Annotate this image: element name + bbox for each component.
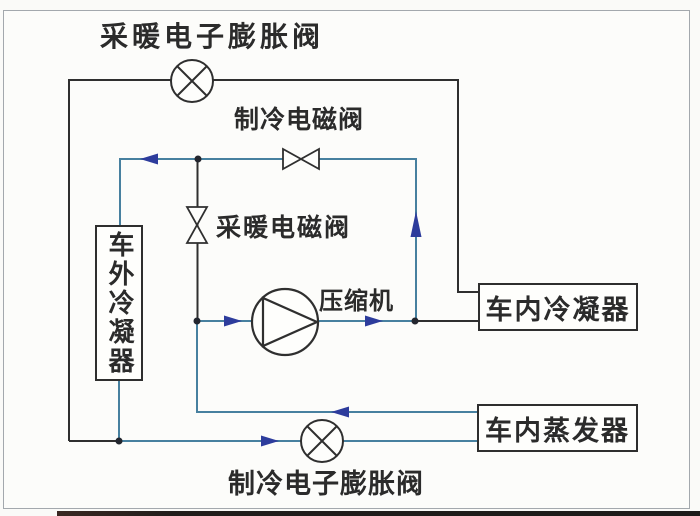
heating-expansion-valve-icon — [170, 59, 214, 103]
cooling-expansion-valve-label: 制冷电子膨胀阀 — [228, 469, 424, 500]
heating-expansion-valve-label: 采暖电子膨胀阀 — [100, 20, 325, 53]
compressor-icon — [250, 287, 320, 357]
indoor-condenser-label: 车内冷凝器 — [485, 294, 631, 326]
compressor-label: 压缩机 — [319, 287, 394, 315]
junction-dot-suction-tee — [193, 317, 201, 325]
indoor-evaporator-label: 车内蒸发器 — [485, 415, 630, 447]
flow-arrow-suction-from-evaporator — [331, 406, 349, 418]
flow-arrow-to-cooling-eev — [261, 435, 279, 447]
heating-solenoid-valve-label: 采暖电磁阀 — [216, 213, 352, 242]
flow-arrow-into-compressor — [224, 315, 242, 327]
junction-dot-condenser-outlet — [115, 437, 123, 445]
flow-arrow-left-to-outdoor-condenser — [140, 153, 158, 165]
indoor-evaporator-box: 车内蒸发器 — [477, 404, 638, 452]
junction-dot-discharge-tee — [411, 317, 419, 325]
outdoor-condenser-box: 车外冷凝器 — [95, 225, 143, 381]
cooling-solenoid-valve-icon — [282, 147, 320, 171]
cooling-expansion-valve-icon — [300, 419, 344, 463]
junction-dot-solenoid-tee — [194, 155, 202, 163]
cooling-solenoid-valve-label: 制冷电磁阀 — [234, 105, 365, 134]
heating-solenoid-valve-icon — [185, 206, 209, 244]
flow-arrow-compressor-discharge — [365, 315, 383, 327]
indoor-condenser-box: 车内冷凝器 — [478, 283, 638, 331]
scan-page-edge — [57, 511, 700, 516]
outdoor-condenser-label: 车外冷凝器 — [104, 230, 134, 376]
flow-arrow-up-discharge-branch — [410, 211, 422, 237]
